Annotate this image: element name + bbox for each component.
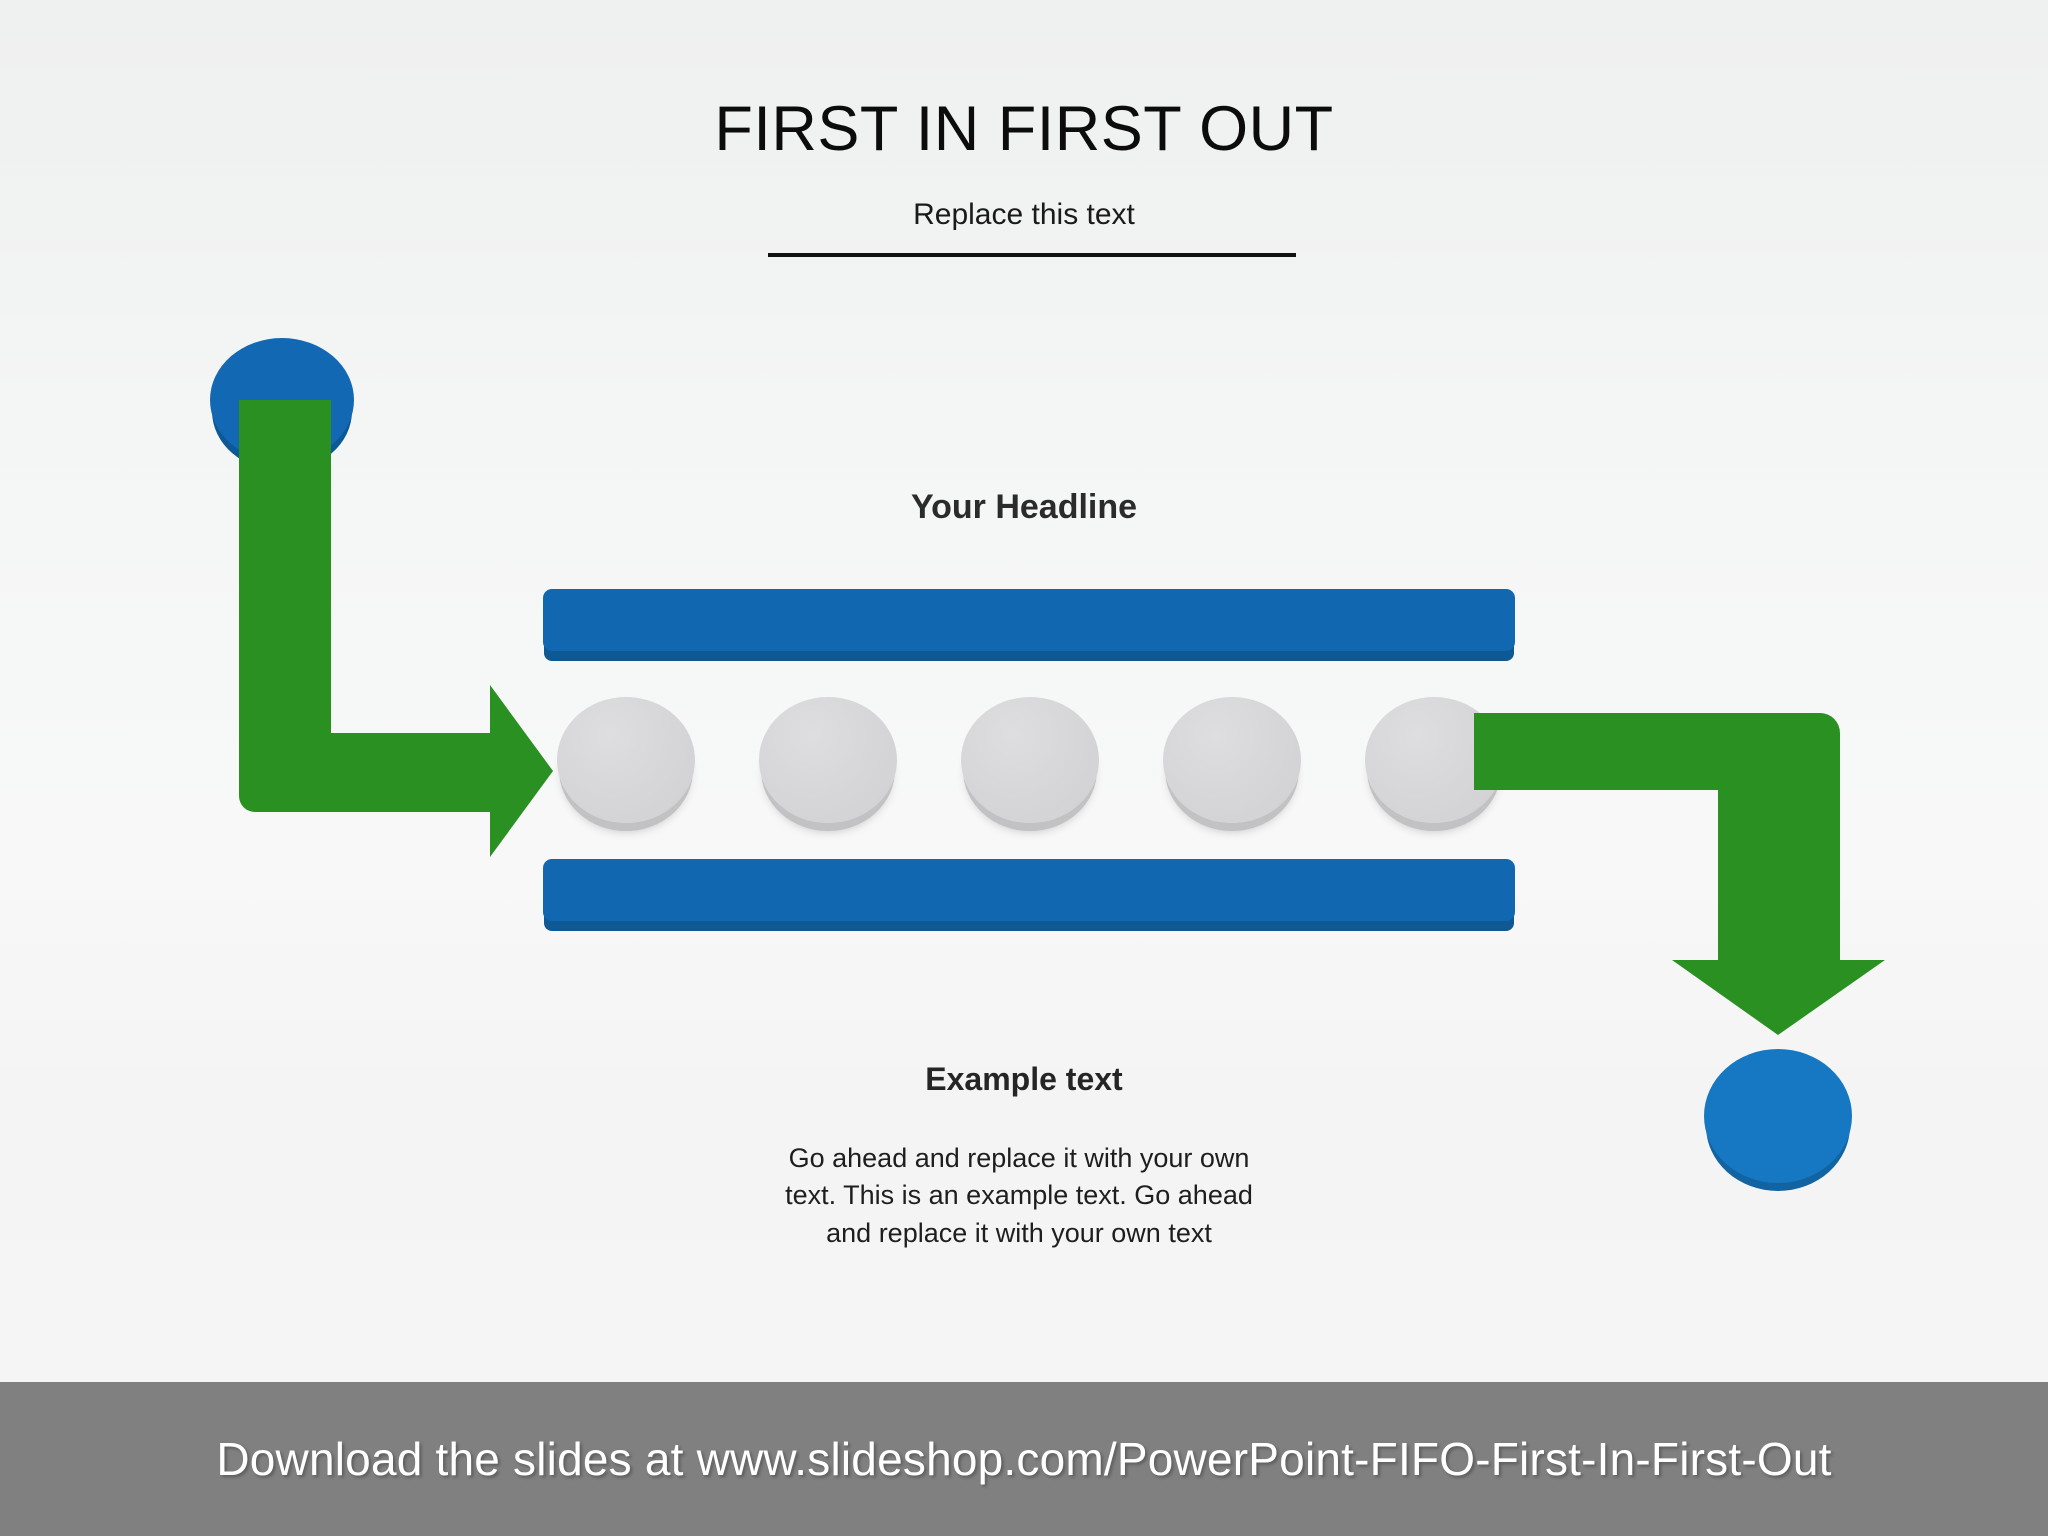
outbound-arrow-icon bbox=[1474, 713, 1885, 1035]
title-divider bbox=[768, 253, 1296, 257]
queue-item-1[interactable] bbox=[557, 697, 695, 823]
queue-item-5[interactable] bbox=[1365, 697, 1503, 823]
page-subtitle: Replace this text bbox=[913, 198, 1135, 231]
conveyor-rail-bottom bbox=[543, 859, 1515, 921]
queue-item-3[interactable] bbox=[961, 697, 1099, 823]
example-body-text: Go ahead and replace it with your own te… bbox=[785, 1143, 1253, 1248]
page-title: FIRST IN FIRST OUT bbox=[714, 94, 1334, 164]
queue-item-2[interactable] bbox=[759, 697, 897, 823]
inbound-arrow-icon bbox=[239, 400, 553, 857]
queue-item-4[interactable] bbox=[1163, 697, 1301, 823]
end-node-circle[interactable] bbox=[1704, 1049, 1852, 1183]
start-node-circle[interactable] bbox=[210, 338, 354, 462]
footer-download-text[interactable]: Download the slides at www.slideshop.com… bbox=[216, 1433, 1832, 1485]
example-heading: Example text bbox=[925, 1061, 1123, 1097]
footer-banner: Download the slides at www.slideshop.com… bbox=[0, 1382, 2048, 1536]
conveyor-rail-top bbox=[543, 589, 1515, 651]
diagram-headline: Your Headline bbox=[910, 488, 1138, 526]
